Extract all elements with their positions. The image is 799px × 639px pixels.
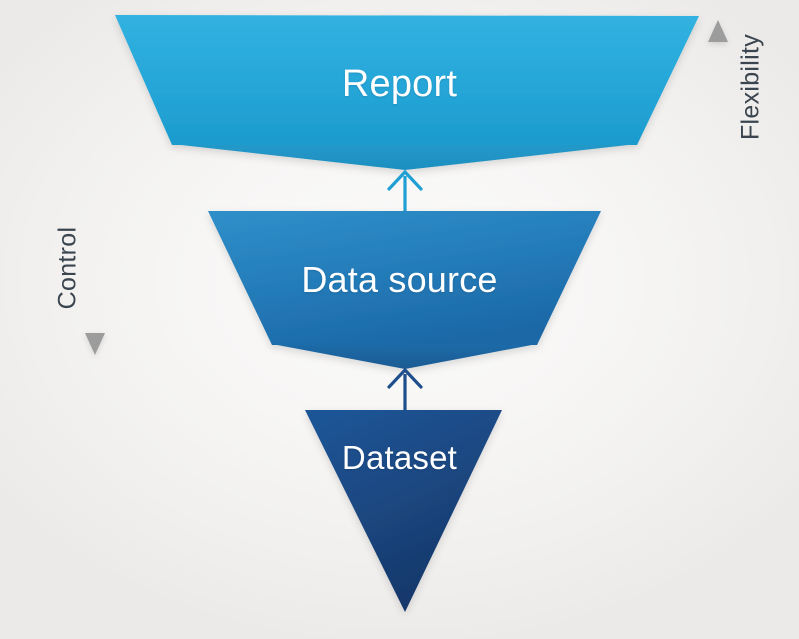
connector-dataset-to-data-source: [387, 367, 423, 414]
axis-control: [85, 23, 105, 355]
report-body: [115, 15, 699, 145]
data-source-body: [208, 211, 601, 345]
axis-flexibility: [708, 20, 728, 352]
stage-report[interactable]: [115, 15, 699, 170]
stage-data-source[interactable]: [208, 211, 601, 369]
data-source-skirt: [272, 344, 537, 369]
control-arrowhead-down: [85, 333, 105, 355]
stage-dataset[interactable]: [305, 410, 502, 612]
flexibility-arrowhead-up: [708, 20, 728, 42]
dataset-body: [305, 410, 502, 612]
report-skirt: [172, 144, 637, 170]
